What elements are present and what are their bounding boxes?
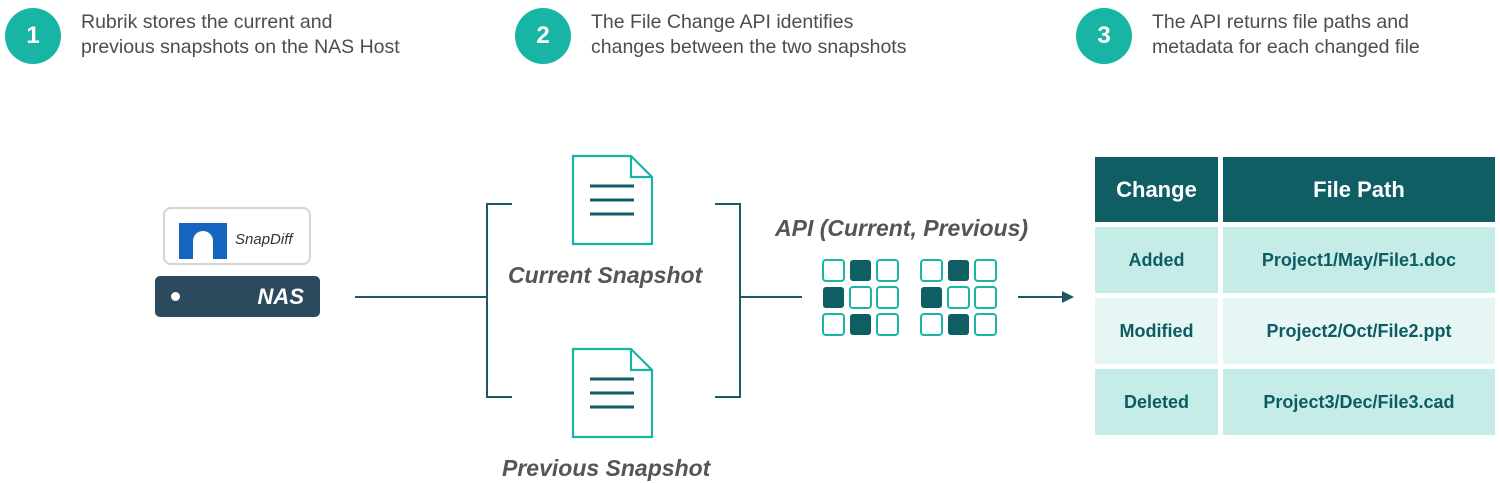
api-grid-cell: [920, 313, 943, 336]
api-grid-cell: [850, 314, 871, 335]
file-path-cell: Project3/Dec/File3.cad: [1222, 369, 1495, 435]
step-2-line-2: changes between the two snapshots: [591, 36, 907, 58]
api-grid-cell: [948, 260, 969, 281]
previous-snapshot-label: Previous Snapshot: [502, 455, 711, 481]
step-3-badge: 3: [1076, 8, 1132, 64]
api-grid-cell: [823, 287, 844, 308]
api-grid-cell: [947, 286, 970, 309]
table-row: Modified Project2/Oct/File2.ppt: [1095, 298, 1495, 364]
change-column-header: Change: [1095, 157, 1218, 222]
api-grid-cell: [876, 286, 899, 309]
step-3: 3 The API returns file paths and metadat…: [1076, 8, 1500, 64]
nas-status-dot: [171, 292, 180, 301]
file-path-cell: Project2/Oct/File2.ppt: [1222, 298, 1495, 364]
step-1: 1 Rubrik stores the current and previous…: [5, 8, 501, 64]
step-3-line-2: metadata for each changed file: [1152, 36, 1420, 58]
step-1-badge: 1: [5, 8, 61, 64]
api-grid-cell: [876, 313, 899, 336]
api-diff-grid-icon: [822, 259, 899, 336]
file-path-cell: Project1/May/File1.doc: [1222, 227, 1495, 293]
step-2: 2 The File Change API identifies changes…: [515, 8, 1011, 64]
snapdiff-label: SnapDiff: [235, 231, 293, 248]
api-grid-cell: [920, 259, 943, 282]
step-3-text: The API returns file paths and metadata …: [1152, 10, 1500, 60]
step-3-line-1: The API returns file paths and: [1152, 11, 1409, 33]
change-cell: Deleted: [1095, 369, 1218, 435]
left-bracket: [486, 203, 512, 398]
api-grid-cell: [849, 286, 872, 309]
file-path-column-header: File Path: [1222, 157, 1495, 222]
right-bracket: [715, 203, 741, 398]
api-grid-cell: [948, 314, 969, 335]
table-row: Added Project1/May/File1.doc: [1095, 227, 1495, 293]
change-table: Change File Path Added Project1/May/File…: [1090, 152, 1500, 440]
nas-label: NAS: [257, 284, 304, 309]
api-diff-grid-icon: [920, 259, 997, 336]
change-cell: Added: [1095, 227, 1218, 293]
snapdiff-badge: SnapDiff: [163, 207, 311, 265]
api-grid-cell: [850, 260, 871, 281]
step-1-line-1: Rubrik stores the current and: [81, 11, 333, 33]
nas-host: NAS: [155, 276, 320, 317]
api-grid-cell: [974, 286, 997, 309]
api-label: API (Current, Previous): [775, 215, 1029, 241]
netapp-logo-icon: [179, 223, 227, 259]
step-2-line-1: The File Change API identifies: [591, 11, 854, 33]
table-header-row: Change File Path: [1095, 157, 1495, 222]
api-grid-cell: [921, 287, 942, 308]
step-2-text: The File Change API identifies changes b…: [591, 10, 1011, 60]
output-arrow-icon: [1062, 291, 1074, 303]
current-snapshot-label: Current Snapshot: [508, 262, 703, 288]
previous-snapshot-document-icon: [571, 347, 654, 439]
api-grid-cell: [974, 313, 997, 336]
api-grid-cell: [974, 259, 997, 282]
step-1-text: Rubrik stores the current and previous s…: [81, 10, 501, 60]
step-1-line-2: previous snapshots on the NAS Host: [81, 36, 400, 58]
api-grid-cell: [822, 259, 845, 282]
table-row: Deleted Project3/Dec/File3.cad: [1095, 369, 1495, 435]
change-cell: Modified: [1095, 298, 1218, 364]
api-grid-cell: [876, 259, 899, 282]
api-grid-cell: [822, 313, 845, 336]
step-2-badge: 2: [515, 8, 571, 64]
current-snapshot-document-icon: [571, 154, 654, 246]
